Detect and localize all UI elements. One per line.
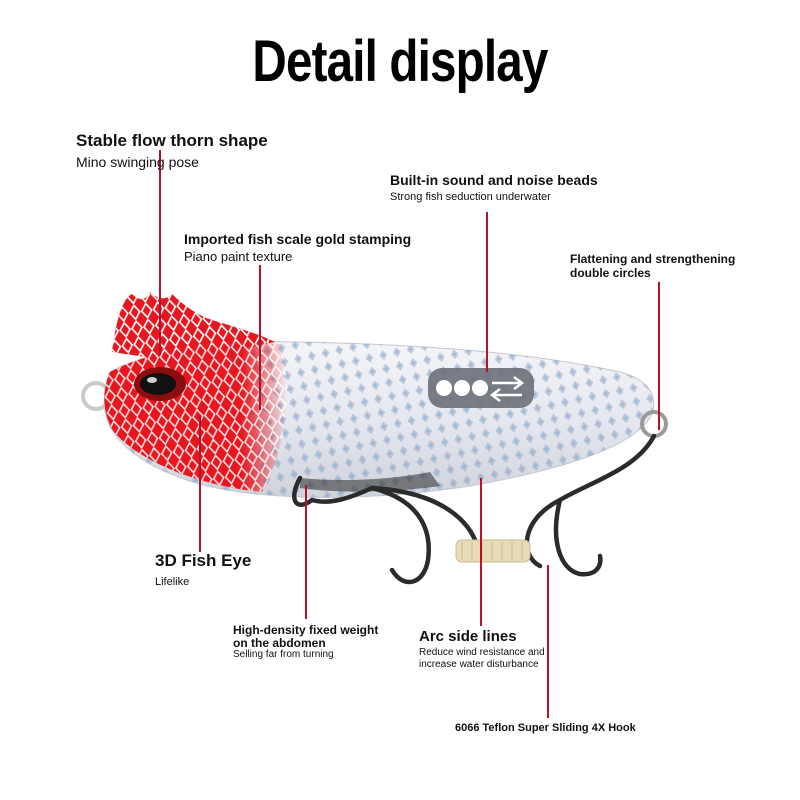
label-side-lines-heading: Arc side lines bbox=[419, 628, 517, 645]
callout-line-fixed-weight bbox=[305, 485, 307, 619]
label-hook-heading: 6066 Teflon Super Sliding 4X Hook bbox=[455, 722, 636, 734]
callout-line-fish-scale bbox=[259, 265, 261, 410]
callout-line-sound-beads bbox=[486, 212, 488, 372]
label-fish-eye-sub: Lifelike bbox=[155, 576, 190, 588]
label-double-circles-heading-2: double circles bbox=[570, 266, 651, 280]
label-double-circles-heading-1: Flattening and strengthening bbox=[570, 252, 736, 266]
label-fish-scale-sub: Piano paint texture bbox=[184, 249, 293, 264]
hook-wrap bbox=[455, 539, 531, 563]
label-fish-scale-heading: Imported fish scale gold stamping bbox=[184, 231, 412, 247]
callout-line-double-circles bbox=[658, 282, 660, 430]
label-flow-thorn-heading: Stable flow thorn shape bbox=[76, 131, 268, 150]
page-title: Detail display bbox=[252, 29, 548, 94]
callout-line-flow-thorn bbox=[159, 150, 161, 355]
front-hook bbox=[292, 475, 481, 585]
label-flow-thorn-sub: Mino swinging pose bbox=[76, 154, 199, 170]
label-sound-beads-heading: Built-in sound and noise beads bbox=[390, 172, 598, 188]
rear-hook bbox=[524, 433, 657, 577]
label-side-lines-sub-2: increase water disturbance bbox=[419, 659, 539, 670]
label-fixed-weight-heading-2: on the abdomen bbox=[233, 636, 326, 650]
label-fixed-weight-sub: Selling far from turning bbox=[233, 649, 334, 660]
label-fish-eye-heading: 3D Fish Eye bbox=[155, 551, 252, 570]
callout-line-side-lines bbox=[480, 478, 482, 626]
label-fixed-weight-heading-1: High-density fixed weight bbox=[233, 623, 379, 637]
label-side-lines-sub-1: Reduce wind resistance and bbox=[419, 647, 545, 658]
label-sound-beads-sub: Strong fish seduction underwater bbox=[390, 191, 551, 203]
callout-line-fish-eye bbox=[199, 415, 201, 552]
callout-line-hook bbox=[547, 565, 549, 718]
